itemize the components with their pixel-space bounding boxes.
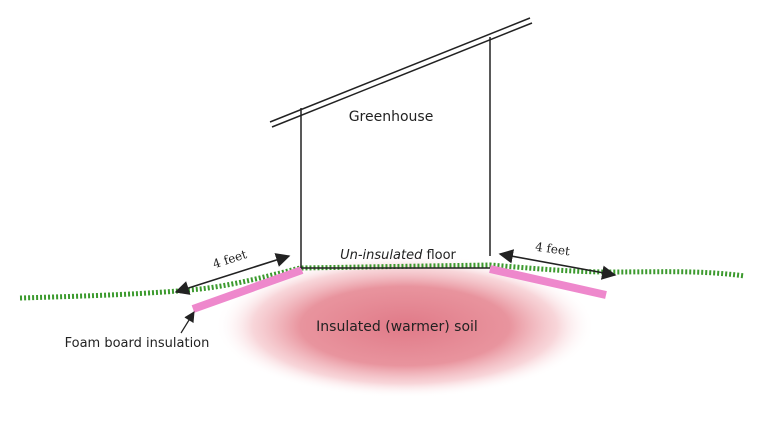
ground-line xyxy=(19,262,746,301)
right-distance-label: 4 feet xyxy=(534,240,571,259)
floor-label-rest: floor xyxy=(422,248,456,263)
foam-label: Foam board insulation xyxy=(65,336,210,351)
left-distance-arrow xyxy=(174,253,291,295)
right-distance-arrow xyxy=(498,249,617,280)
greenhouse-roof xyxy=(269,17,533,128)
floor-label: Un-insulated floor xyxy=(340,248,456,263)
foam-pointer-arrow xyxy=(180,311,195,334)
insulated-soil-region xyxy=(215,254,595,398)
soil-label: Insulated (warmer) soil xyxy=(316,319,478,335)
floor-label-italic: Un-insulated xyxy=(340,248,423,263)
greenhouse-label: Greenhouse xyxy=(349,109,434,125)
left-distance-label: 4 feet xyxy=(211,247,249,271)
